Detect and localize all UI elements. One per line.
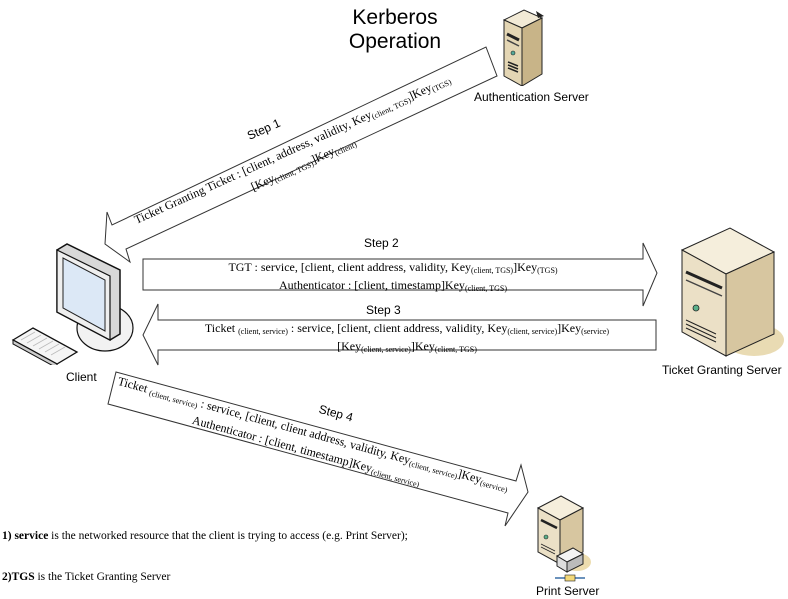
diagram-title: Kerberos Operation xyxy=(330,6,460,54)
step3-message: Ticket (client, service) : service, [cli… xyxy=(158,321,656,357)
step2-message: TGT : service, [client, client address, … xyxy=(143,260,643,296)
client-computer xyxy=(5,240,135,365)
server-tower-icon xyxy=(680,227,784,357)
step2-arrow xyxy=(142,242,658,307)
print-server-icon xyxy=(536,495,591,582)
desktop-computer-icon xyxy=(11,243,134,365)
step2-message-line2: Authenticator : [client, timestamp]Key(c… xyxy=(278,278,508,293)
step3-message-line2: [Key(client, service)]Key(client, TGS) xyxy=(337,339,477,354)
note-service: 1) service is the networked resource tha… xyxy=(2,530,408,542)
client-label: Client xyxy=(66,370,97,384)
ticket-granting-server xyxy=(676,222,786,357)
print-server xyxy=(535,492,595,582)
title-line-2: Operation xyxy=(348,30,442,53)
note-tgs: 2)TGS is the Ticket Granting Server xyxy=(2,571,171,583)
print-server-label: Print Server xyxy=(536,584,600,598)
step4-arrow xyxy=(107,371,529,527)
step2-message-line1: TGT : service, [client, client address, … xyxy=(228,260,558,275)
authentication-server xyxy=(498,6,548,86)
step3-message-line1: Ticket (client, service) : service, [cli… xyxy=(204,321,610,336)
step3-label: Step 3 xyxy=(366,303,401,317)
server-tower-icon xyxy=(502,9,544,86)
step3-arrow xyxy=(142,303,657,366)
auth-server-label: Authentication Server xyxy=(474,90,589,104)
tgs-label: Ticket Granting Server xyxy=(662,363,782,377)
step1-arrow xyxy=(104,46,498,264)
step2-label: Step 2 xyxy=(364,236,399,250)
title-line-1: Kerberos xyxy=(352,6,438,29)
